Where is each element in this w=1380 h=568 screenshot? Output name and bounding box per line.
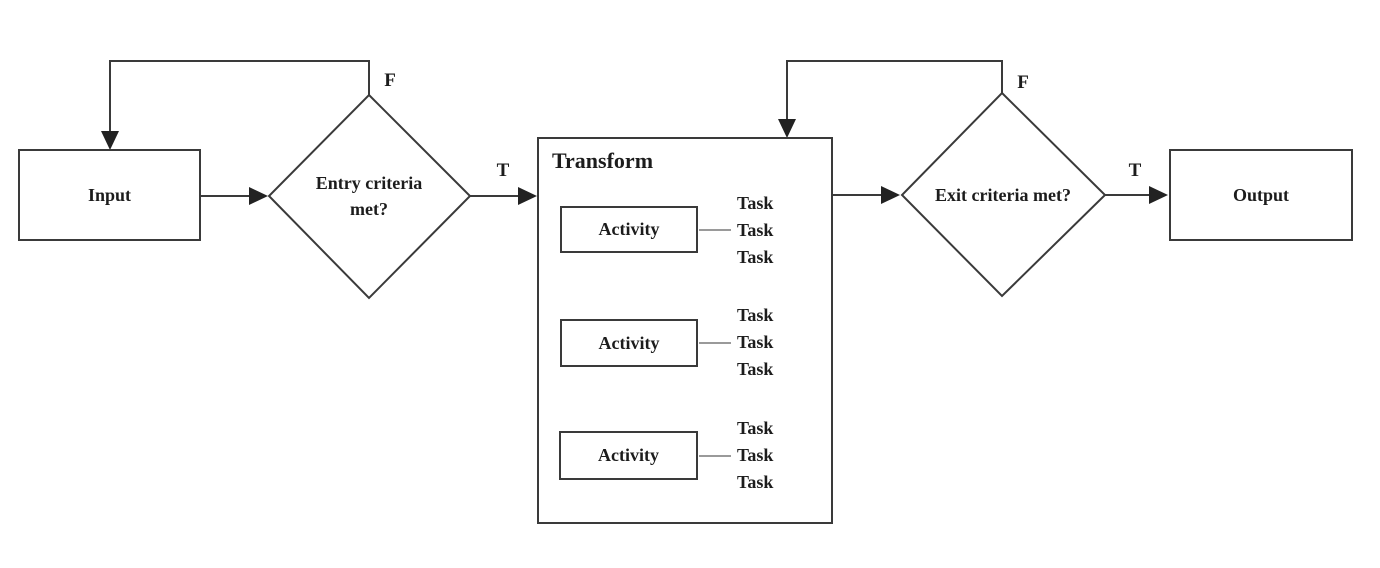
- transform-title: Transform: [552, 148, 654, 173]
- exit-decision-label: Exit criteria met?: [935, 185, 1071, 205]
- task-label: Task: [737, 220, 774, 240]
- exit-false-arrowhead-icon: [778, 119, 796, 138]
- task-label: Task: [737, 305, 774, 325]
- output-label: Output: [1232, 184, 1290, 205]
- task-label: Task: [737, 445, 774, 465]
- input-label: Input: [87, 184, 132, 205]
- exit-true-arrowhead-icon: [1149, 186, 1168, 204]
- task-label: Task: [737, 418, 774, 438]
- task-group-1: Task Task Task: [737, 190, 801, 271]
- activity-box-3: [559, 431, 698, 480]
- task-label: Task: [737, 359, 774, 379]
- exit-decision-diamond: [900, 91, 1107, 298]
- activity-label-2: Activity: [598, 332, 660, 353]
- entry-false-feedback-line: [109, 60, 370, 134]
- task-label: Task: [737, 472, 774, 492]
- task-label: Task: [737, 193, 774, 213]
- transform-to-exit-arrowhead-icon: [881, 186, 900, 204]
- exit-false-feedback-line: [786, 60, 1003, 123]
- task-label: Task: [737, 332, 774, 352]
- entry-false-label: F: [384, 70, 396, 91]
- input-box: [18, 149, 201, 241]
- activity-label-1: Activity: [598, 219, 660, 239]
- entry-decision-diamond: [267, 93, 472, 300]
- input-to-entry-arrowhead-icon: [249, 187, 268, 205]
- activity-box-1: [560, 206, 698, 253]
- entry-true-label: T: [496, 160, 510, 181]
- exit-true-label: T: [1128, 160, 1142, 181]
- task-group-3: Task Task Task: [737, 415, 801, 496]
- task-label: Task: [737, 247, 774, 267]
- output-box: [1169, 149, 1353, 241]
- activity-label-3: Activity: [598, 445, 659, 465]
- entry-decision-label: Entry criteria met?: [315, 173, 423, 219]
- exit-false-label: F: [1017, 72, 1029, 93]
- activity-box-2: [560, 319, 698, 367]
- entry-true-arrowhead-icon: [518, 187, 537, 205]
- entry-false-arrowhead-icon: [101, 131, 119, 150]
- task-group-2: Task Task Task: [737, 302, 801, 383]
